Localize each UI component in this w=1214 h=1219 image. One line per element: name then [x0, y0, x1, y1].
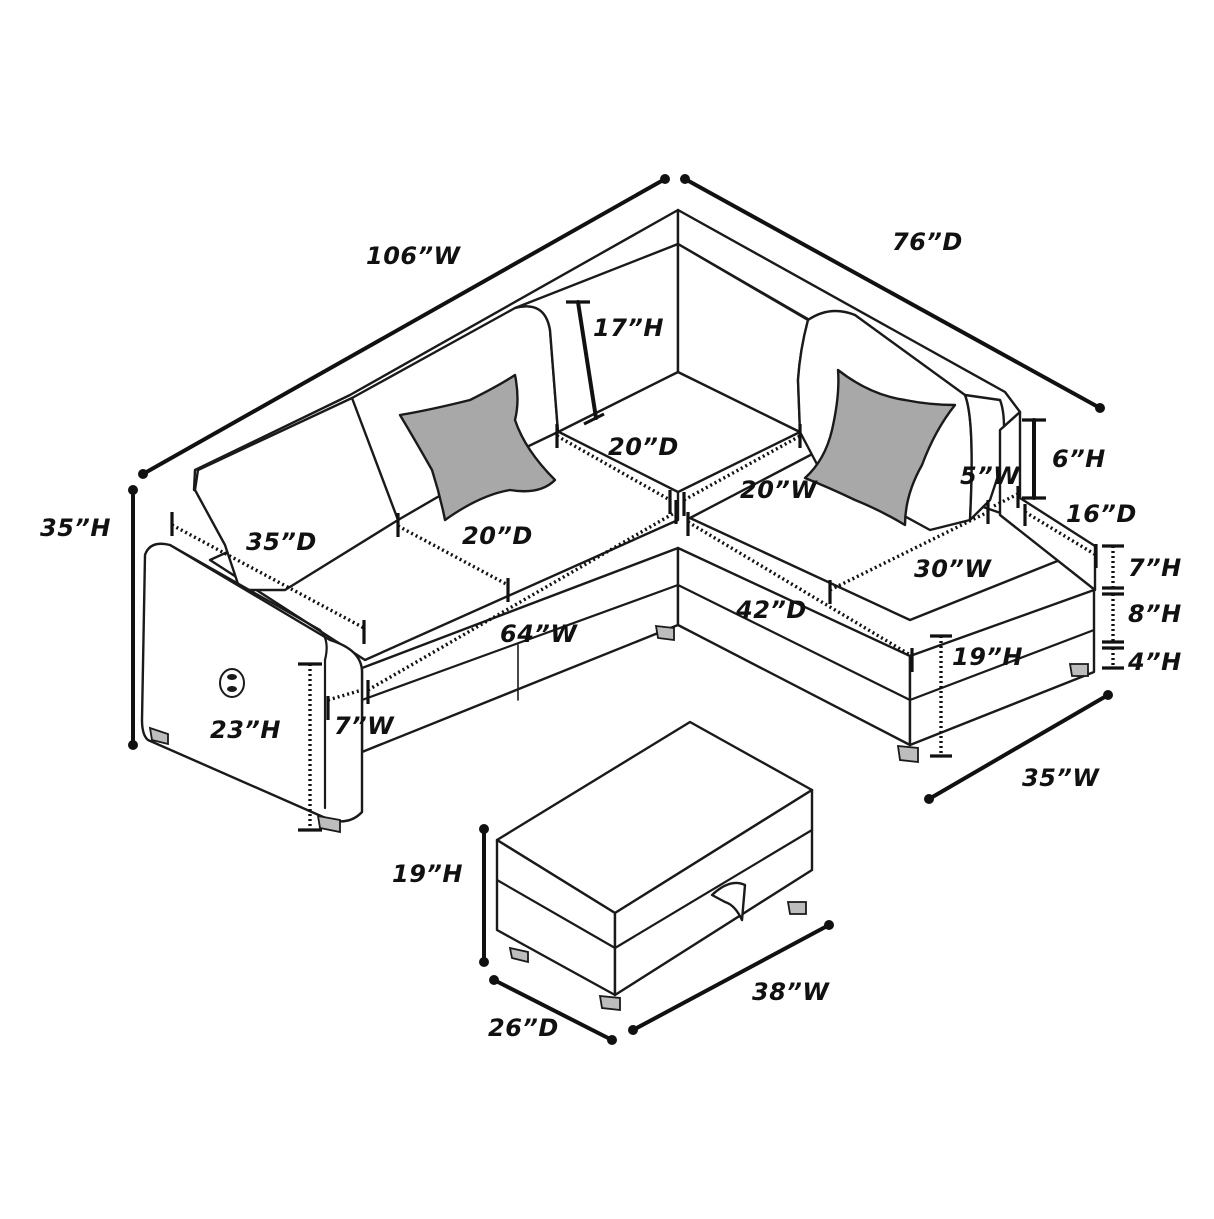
- dim-line-right-arm-depth: [1024, 510, 1097, 557]
- label-left-cushion-depth: 20”D: [462, 522, 533, 550]
- label-right-arm-width: 5”W: [960, 462, 1021, 490]
- label-cushion-height: 7”H: [1128, 554, 1182, 582]
- chaise-end-front: [908, 588, 1096, 747]
- dim-line-chaise-width: [927, 693, 1110, 801]
- ottoman-lid-line-right: [613, 828, 814, 950]
- label-leg-height: 4”H: [1128, 648, 1182, 676]
- label-overall-width: 106”W: [366, 242, 461, 270]
- leg-front-arm: [316, 814, 341, 834]
- sectional-sofa: [140, 208, 1097, 834]
- leg-front-left: [148, 726, 169, 746]
- label-ottoman-depth: 26”D: [488, 1014, 559, 1042]
- dim-line-back-seat-width: [683, 434, 801, 502]
- label-middle-seat-depth: 20”D: [608, 433, 679, 461]
- dim-line-chaise-seat-width: [829, 510, 989, 592]
- left-armrest-top: [168, 543, 328, 662]
- label-seat-height: 19”H: [952, 643, 1023, 671]
- left-seat-cushion-edge: [360, 583, 680, 702]
- label-right-arm-depth: 16”D: [1066, 500, 1137, 528]
- throw-pillow-left: [398, 373, 557, 522]
- back-cushion-3: [513, 242, 680, 434]
- dim-line-chaise-depth: [687, 520, 913, 658]
- ottoman-leg-2: [598, 994, 621, 1012]
- chaise-seat-cushion-edge: [676, 583, 912, 702]
- back-cushion-6: [963, 393, 1006, 522]
- label-left-seat-depth: 35”D: [246, 528, 317, 556]
- leg-chaise-end: [1068, 663, 1089, 677]
- dim-line-ottoman-width: [631, 923, 831, 1032]
- label-back-cushion-height: 17”H: [593, 314, 664, 342]
- dimension-lines: [128, 174, 1124, 1045]
- dim-line-left-cushion-depth: [397, 524, 509, 587]
- label-chaise-depth: 42”D: [736, 596, 807, 624]
- label-back-seat-width: 20”W: [740, 476, 818, 504]
- throw-pillow-right: [803, 368, 957, 527]
- dim-line-left-seat-depth: [171, 523, 365, 630]
- dim-line-left-arm-width: [327, 688, 363, 702]
- label-arm-height: 6”H: [1052, 445, 1106, 473]
- leg-chaise-front: [896, 744, 919, 764]
- label-left-arm-width: 7”W: [334, 712, 395, 740]
- dim-line-back-cushion-height: [576, 300, 598, 420]
- label-ottoman-height: 19”H: [392, 860, 463, 888]
- storage-ottoman: [495, 720, 814, 1012]
- ottoman-lid-line-left: [495, 878, 617, 950]
- label-chaise-seat-width: 30”W: [914, 555, 992, 583]
- left-armrest: [140, 542, 364, 823]
- ottoman-leg-3: [786, 901, 807, 915]
- ottoman-leg-1: [508, 946, 529, 964]
- dim-line-ottoman-depth: [492, 978, 614, 1042]
- label-chaise-width: 35”W: [1022, 764, 1100, 792]
- label-base-height: 8”H: [1128, 600, 1182, 628]
- dim-line-overall-width: [141, 177, 667, 476]
- usb-port-icon: [219, 668, 245, 698]
- label-overall-depth: 76”D: [892, 228, 963, 256]
- dim-line-long-seat-width: [367, 510, 677, 692]
- ottoman-handle-icon: [710, 881, 747, 922]
- label-long-seat-width: 64”W: [500, 620, 578, 648]
- label-arm-total-height: 23”H: [210, 716, 281, 744]
- label-overall-height: 35”H: [40, 514, 111, 542]
- chaise-end-cushion-edge: [908, 628, 1096, 702]
- label-ottoman-width: 38”W: [752, 978, 830, 1006]
- dim-line-overall-depth: [683, 177, 1102, 410]
- leg-middle: [654, 624, 675, 642]
- dim-line-middle-seat-depth: [556, 434, 671, 502]
